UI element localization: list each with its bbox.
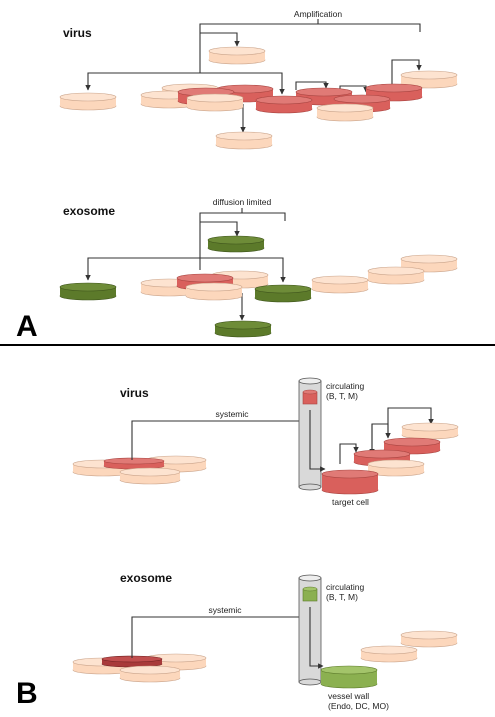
panel-b-exosome: exosome systemic circulating (B, T, M) v… [16, 571, 458, 711]
circulating-cells-label: (B, T, M) [326, 592, 358, 602]
cell-uninfected [311, 275, 369, 294]
amplification-bracket: Amplification [199, 9, 421, 32]
vessel-wall-cells-label: (Endo, DC, MO) [328, 701, 389, 711]
cell-uninfected [186, 93, 244, 112]
amplification-label: Amplification [294, 9, 342, 19]
circulating-label: circulating [326, 381, 365, 391]
panel-a-exosome-title: exosome [63, 204, 115, 218]
panel-a-virus: virus Amplification [59, 9, 458, 150]
exosome-spread-arrows [85, 221, 286, 321]
panel-b-exosome-title: exosome [120, 571, 172, 585]
cell-uninfected [208, 46, 266, 65]
cell-uninfected [215, 131, 273, 150]
cell-uninfected [360, 645, 418, 663]
cell-uninfected [367, 266, 425, 285]
panel-letter-b: B [16, 677, 38, 710]
systemic-label: systemic [215, 409, 249, 419]
systemic-label: systemic [208, 605, 242, 615]
panel-b-virus: virus systemic circulating (B, T, M) [72, 377, 459, 507]
panel-a-virus-title: virus [63, 26, 92, 40]
cell-exosome-producing [101, 655, 163, 668]
cell-exosome-loaded [254, 284, 312, 303]
diffusion-bracket: diffusion limited [199, 197, 286, 221]
panel-b-virus-title: virus [120, 386, 149, 400]
circulating-label: circulating [326, 582, 365, 592]
panel-a-exosome: exosome diffusion limited A [16, 197, 458, 343]
cell-uninfected [185, 282, 243, 301]
cell-uninfected [367, 459, 425, 477]
vessel-wall-cell [320, 665, 378, 689]
cell-exosome-loaded [59, 282, 117, 301]
cell-uninfected [119, 665, 181, 683]
virus-spread-arrows [85, 32, 422, 133]
cell-exosome-loaded [214, 320, 272, 338]
circulating-cells-label: (B, T, M) [326, 391, 358, 401]
cell-infected [103, 457, 165, 470]
cell-exosome-loaded [207, 235, 265, 253]
cell-uninfected [316, 103, 374, 122]
target-cell [321, 469, 379, 495]
target-cell-label: target cell [332, 497, 369, 507]
cell-uninfected [59, 92, 117, 111]
vessel-wall-label: vessel wall [328, 691, 369, 701]
panel-letter-a: A [16, 310, 38, 343]
diffusion-limited-label: diffusion limited [213, 197, 272, 207]
cell-uninfected [401, 422, 459, 440]
cell-infected [255, 95, 313, 114]
cell-uninfected [400, 630, 458, 648]
cell-uninfected [119, 467, 181, 485]
